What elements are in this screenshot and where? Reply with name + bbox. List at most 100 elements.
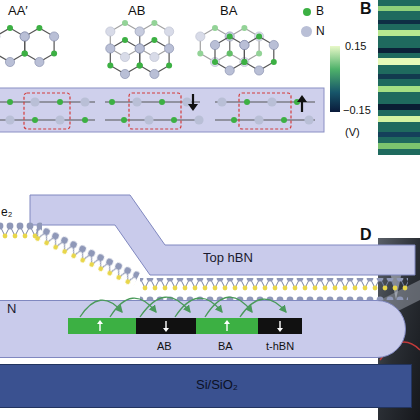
t-hbn-strip-part-part: [163, 328, 169, 332]
potential-map-part: [378, 132, 420, 137]
hopping-arcs-part: [110, 298, 156, 317]
side-view-band-part-part: [188, 104, 198, 111]
domain-label: BA: [218, 340, 233, 352]
t-hbn-strip-part-part: [224, 320, 230, 324]
side-view-band-part-part: [297, 95, 307, 102]
potential-map-part: [378, 0, 420, 155]
material-label: e₂: [1, 206, 12, 219]
side-view-band-part-part: [57, 99, 63, 105]
hopping-arcs-part: [205, 297, 252, 317]
legend-swatch: [303, 8, 311, 16]
potential-map-part: [378, 86, 420, 92]
legend-text: N: [316, 25, 325, 38]
top-view-ab: [106, 20, 174, 79]
stacking-label: BA: [220, 4, 237, 18]
side-view-band-part-part: [239, 93, 291, 129]
side-view-band-part-part: [215, 119, 315, 120]
side-view-band-part-part: [55, 115, 64, 124]
side-view-band-part-part: [194, 115, 203, 124]
wse2-lattice-part-part: [30, 222, 141, 290]
colorbar-tick: −0.15: [343, 104, 371, 116]
side-view-band-part-part: [254, 115, 263, 124]
panel-letter: B: [360, 0, 372, 18]
side-view-band-part: [188, 94, 307, 112]
legend-swatch: [301, 26, 312, 37]
side-view-band-part-part: [231, 117, 237, 123]
side-view-band-part-part: [82, 117, 88, 123]
substrate-layer: Si/SiO₂: [0, 364, 412, 408]
top-view-ba: [196, 25, 279, 75]
wse2-lattice: [0, 222, 408, 300]
potential-map-part: [378, 20, 420, 24]
potential-map-part: [378, 143, 420, 149]
potential-map-part: [378, 48, 420, 53]
side-view-band-part-part: [24, 93, 70, 129]
wse2-lattice-part: [30, 222, 141, 290]
potential-map: [378, 0, 420, 155]
top-view-aa-part: [20, 25, 59, 67]
layer-label: Top hBN: [203, 251, 253, 265]
side-view-band-part-part: [121, 117, 127, 123]
t-hbn-strip-part-part: [97, 320, 103, 324]
panel-letter: D: [360, 226, 372, 244]
stacking-label: AA′: [8, 4, 28, 18]
side-view-band-part: [0, 88, 324, 132]
t-hbn-strip-part: [136, 318, 196, 334]
legend-text: B: [316, 5, 324, 18]
potential-map-part: [378, 58, 420, 65]
colorbar: [330, 46, 340, 112]
t-hbn-strip-part: [97, 320, 283, 332]
side-view-band-part-part: [267, 97, 276, 106]
side-view-band-part-part: [132, 97, 141, 106]
top-view-ab-part: [135, 37, 174, 79]
side-view-band-part-part: [32, 117, 38, 123]
side-view-band-part-part: [129, 93, 181, 129]
t-hbn-strip-part: [196, 318, 258, 334]
top-view-aa: [0, 25, 59, 67]
side-view-band-part-part: [30, 97, 39, 106]
colorbar-tick: 0.15: [345, 40, 366, 52]
layer-label: N: [7, 302, 16, 316]
side-view-band-part-part: [109, 99, 115, 105]
side-view-band-part: [0, 102, 315, 120]
t-hbn-strip-part: [68, 318, 136, 334]
potential-map-part: [378, 74, 420, 79]
layer-label: Si/SiO₂: [196, 378, 238, 392]
top-view-ba-part: [210, 34, 249, 76]
side-view-band-part-part: [159, 99, 165, 105]
domain-label: AB: [157, 340, 172, 352]
side-view-band-part-part: [171, 117, 177, 123]
t-hbn-strip-part: [258, 318, 302, 334]
hopping-arcs-part: [240, 299, 286, 317]
potential-map-part: [378, 30, 420, 36]
hopping-arcs: [80, 297, 286, 317]
side-view-band-part-part: [217, 97, 226, 106]
domain-label: t-hBN: [266, 340, 294, 352]
top-view-ab-part: [106, 37, 145, 79]
side-view-band-part: [24, 93, 291, 129]
side-view-band-part-part: [304, 115, 313, 124]
side-view-band-part-part: [244, 99, 250, 105]
t-hbn-strip: [68, 318, 302, 334]
side-view-band-part-part: [80, 97, 89, 106]
potential-map-part: [378, 104, 420, 110]
side-view-band-part-part: [281, 117, 287, 123]
wse2-lattice-part: [140, 278, 408, 300]
top-view-ba-part: [240, 34, 279, 76]
colorbar-unit: (V): [345, 126, 360, 138]
side-view-band-part: [5, 97, 313, 124]
potential-map-part: [378, 6, 420, 11]
side-view-band-part-part: [7, 99, 13, 105]
side-view-band: [0, 88, 324, 132]
stacking-label: AB: [128, 4, 145, 18]
colorbar-part: [330, 46, 340, 112]
potential-map-part: [378, 116, 420, 122]
side-view-band-part-part: [5, 115, 14, 124]
t-hbn-strip-part-part: [277, 328, 283, 332]
side-view-band-part-part: [144, 115, 153, 124]
hopping-arcs-part: [175, 298, 222, 317]
